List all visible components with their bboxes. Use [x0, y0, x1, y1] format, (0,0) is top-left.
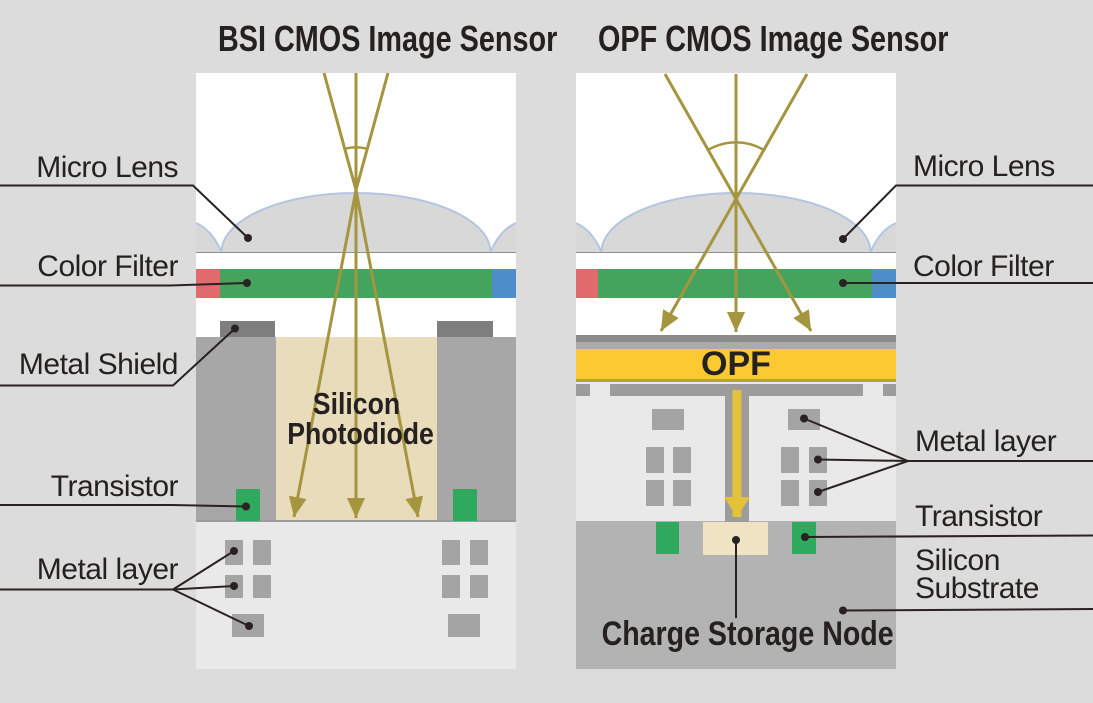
pixel-electrode-segment	[883, 383, 896, 396]
metal-layer-contact	[646, 446, 664, 473]
color-filter-blue	[492, 269, 516, 298]
metal-layer-contact	[448, 614, 480, 637]
metal-layer-contact	[470, 540, 488, 565]
callout-dots-right	[732, 235, 847, 615]
metal-layer-contact	[646, 479, 664, 506]
opf-title: OPF CMOS Image Sensor	[598, 18, 949, 59]
metal-shield-right	[437, 320, 493, 337]
label-charge-storage-node: Charge Storage Node	[601, 615, 894, 653]
label-silicon-photodiode-line2: Photodiode	[287, 416, 434, 451]
label-color-filter-left: Color Filter	[37, 250, 178, 283]
metal-layer-contact	[781, 479, 799, 506]
metal-layer-contact	[253, 575, 271, 598]
label-metal-layer-left: Metal layer	[36, 553, 179, 586]
pixel-electrode-segment	[576, 383, 590, 396]
bsi-title: BSI CMOS Image Sensor	[218, 18, 558, 59]
label-micro-lens-left: Micro Lens	[36, 151, 178, 184]
opf-transistor-left	[656, 522, 679, 554]
callout-dots-left	[230, 234, 253, 630]
color-filter-red	[576, 269, 598, 298]
callout-lines-right	[735, 184, 1093, 618]
metal-layer-contact	[470, 575, 488, 598]
metal-layer-contact	[781, 446, 799, 473]
label-transistor-left: Transistor	[50, 470, 179, 503]
label-transistor-right: Transistor	[915, 500, 1043, 533]
metal-shield-left	[220, 320, 275, 337]
opf-layer-bottom-edge	[576, 379, 896, 382]
metal-layer-contact	[442, 575, 460, 598]
bsi-transistor-right	[453, 489, 477, 521]
label-metal-shield: Metal Shield	[18, 348, 179, 381]
label-micro-lens-right: Micro Lens	[913, 150, 1055, 183]
metal-layer-contact	[253, 540, 271, 565]
label-silicon-photodiode-line1: Silicon	[312, 386, 401, 421]
bsi-wiring-region	[196, 521, 516, 669]
incidence-angle-arc	[707, 141, 765, 152]
opf-top-electrode-light	[576, 342, 896, 349]
opf-top-electrode-dark	[576, 335, 896, 342]
callout-lines-left	[0, 184, 250, 627]
label-silicon-photodiode: Silicon Photodiode	[287, 386, 434, 451]
label-silicon-substrate-line1: Silicon	[915, 544, 1000, 577]
label-opf: OPF	[701, 345, 771, 383]
opf-light-rays	[659, 73, 813, 332]
label-silicon-substrate-line2: Substrate	[915, 572, 1039, 605]
label-metal-layer-right: Metal layer	[915, 425, 1057, 458]
bsi-wiring-divider	[196, 519, 516, 522]
incidence-angle-arc	[343, 146, 369, 151]
metal-layer-contact	[652, 409, 684, 430]
label-color-filter-right: Color Filter	[913, 250, 1054, 283]
metal-layer-contact	[442, 540, 460, 565]
metal-layer-contact	[673, 479, 691, 506]
bsi-light-rays	[288, 72, 424, 518]
metal-layer-contact	[673, 446, 691, 473]
opf-layer	[576, 349, 896, 379]
label-silicon-substrate: Silicon Substrate	[915, 544, 1039, 605]
